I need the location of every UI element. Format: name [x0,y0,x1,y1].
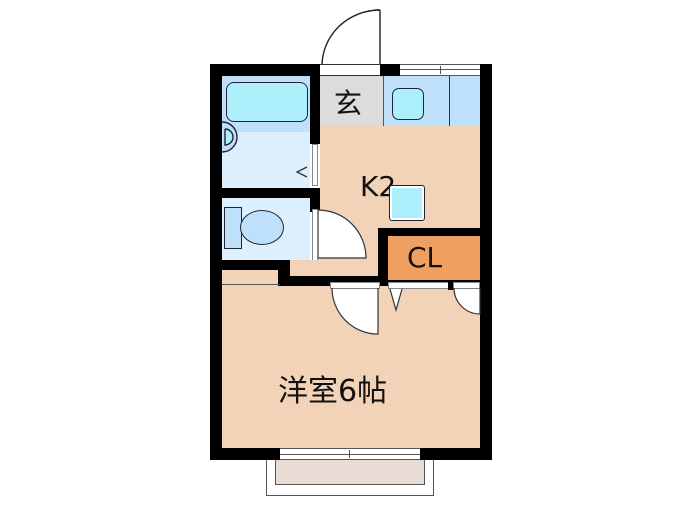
closet-door-swing [453,288,481,315]
hallway-floor-upper [222,270,278,284]
toilet-door-swing-overlay [318,209,367,259]
washbasin-icon [221,121,238,153]
bathroom-wall-right [310,76,320,144]
outer-wall-bottom-left [210,448,280,460]
outer-wall-top-left [210,64,320,76]
hallway-line [222,284,280,285]
toilet-wall-right [310,198,320,212]
outer-wall-bottom-right [420,448,492,460]
balcony-floor [275,460,425,485]
closet-label: CL [407,241,443,274]
balcony-window [280,448,420,460]
entrance [320,76,384,126]
sink-icon [392,88,424,120]
kitchen-window [400,64,480,76]
room-door-swing [331,288,379,335]
entrance-label: 玄 [334,87,363,120]
entry-door-swing [321,9,381,67]
western-room-label: 洋室6帖 [278,374,388,409]
counter-divider [449,76,450,126]
outer-wall-top-mid [380,64,400,76]
toilet-wall-bottom [222,260,320,270]
toilet-bowl-icon [240,210,284,245]
entry-threshold [320,64,380,76]
closet-door-arrow-icon [389,288,403,312]
bathtub-icon [226,82,308,122]
closet-door-post [448,280,454,290]
closet [388,236,480,280]
bathroom-door-jamb [312,144,318,186]
bathroom-toilet-wall [222,188,320,198]
outer-wall-left [210,64,222,459]
bathroom-door-icon [295,166,308,178]
washing-machine-icon [389,185,425,221]
